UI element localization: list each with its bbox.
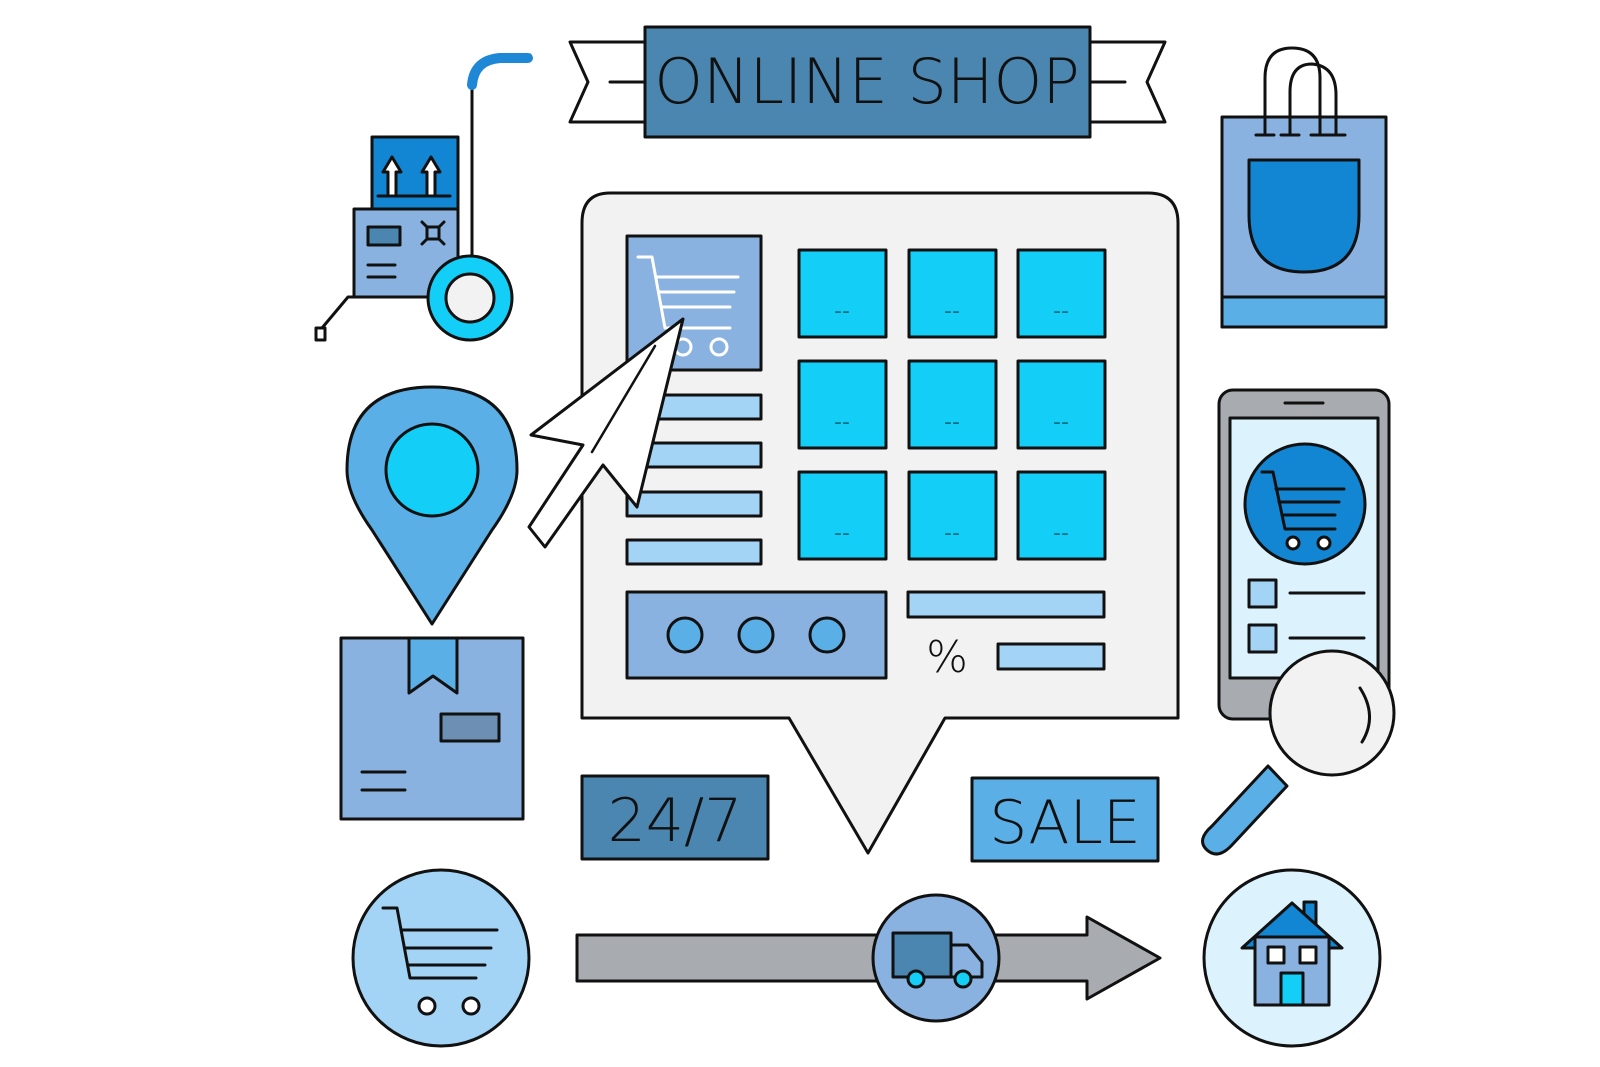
banner-box [643, 25, 1092, 139]
tile-label: -- [834, 521, 850, 546]
tile-label: -- [944, 410, 960, 435]
product-tile[interactable]: -- [797, 470, 888, 561]
phone-cart-badge[interactable] [1243, 442, 1367, 566]
sale-label: SALE [989, 788, 1141, 858]
ribbon-banner-icon: ONLINE SHOP [568, 25, 1167, 139]
tile-label: -- [834, 299, 850, 324]
discount-bar[interactable] [996, 642, 1106, 671]
page-dot[interactable] [737, 616, 775, 654]
phone-cart-icon [1260, 470, 1346, 551]
product-tile[interactable]: -- [1016, 359, 1107, 450]
pagination-bar[interactable] [625, 590, 888, 680]
product-tile[interactable]: -- [907, 470, 998, 561]
product-tile[interactable]: -- [797, 359, 888, 450]
page-dot[interactable] [666, 616, 704, 654]
cursor-arrow-icon [527, 317, 685, 549]
hours-badge: 24/7 [580, 774, 770, 861]
tile-label: -- [1053, 410, 1069, 435]
banner-title: ONLINE SHOP [654, 45, 1079, 118]
percent-sign: % [926, 632, 968, 683]
sale-badge[interactable]: SALE [970, 776, 1160, 863]
product-tile[interactable]: -- [907, 248, 998, 339]
tile-label: -- [834, 410, 850, 435]
tile-label: -- [1053, 299, 1069, 324]
product-tile[interactable]: -- [1016, 248, 1107, 339]
product-tile[interactable]: -- [907, 359, 998, 450]
magnifier-icon [1201, 649, 1396, 856]
hand-truck-icon [314, 53, 533, 342]
tile-label: -- [1053, 521, 1069, 546]
product-tile[interactable]: -- [797, 248, 888, 339]
delivery-truck-icon [871, 893, 1001, 1023]
cart-icon [351, 868, 531, 1048]
featured-cart-icon [636, 255, 740, 357]
product-grid: -- -- -- -- -- -- -- -- -- [797, 248, 1107, 561]
shopping-bag-icon [1220, 46, 1388, 329]
tile-label: -- [944, 521, 960, 546]
hours-label: 24/7 [608, 786, 743, 856]
house-icon [1202, 868, 1382, 1048]
tile-label: -- [944, 299, 960, 324]
discount-bar[interactable] [906, 590, 1106, 619]
phone-checkbox[interactable] [1247, 578, 1278, 609]
list-bar[interactable] [625, 538, 763, 566]
location-pin-icon [345, 385, 519, 626]
phone-checkbox[interactable] [1247, 623, 1278, 654]
package-box-icon [339, 636, 525, 821]
delivery-arrow [575, 915, 1162, 1001]
speech-bubble-icon: -- -- -- -- -- -- -- -- -- % [580, 191, 1180, 855]
product-tile[interactable]: -- [1016, 470, 1107, 561]
list-bar[interactable] [625, 490, 763, 518]
page-dot[interactable] [808, 616, 846, 654]
